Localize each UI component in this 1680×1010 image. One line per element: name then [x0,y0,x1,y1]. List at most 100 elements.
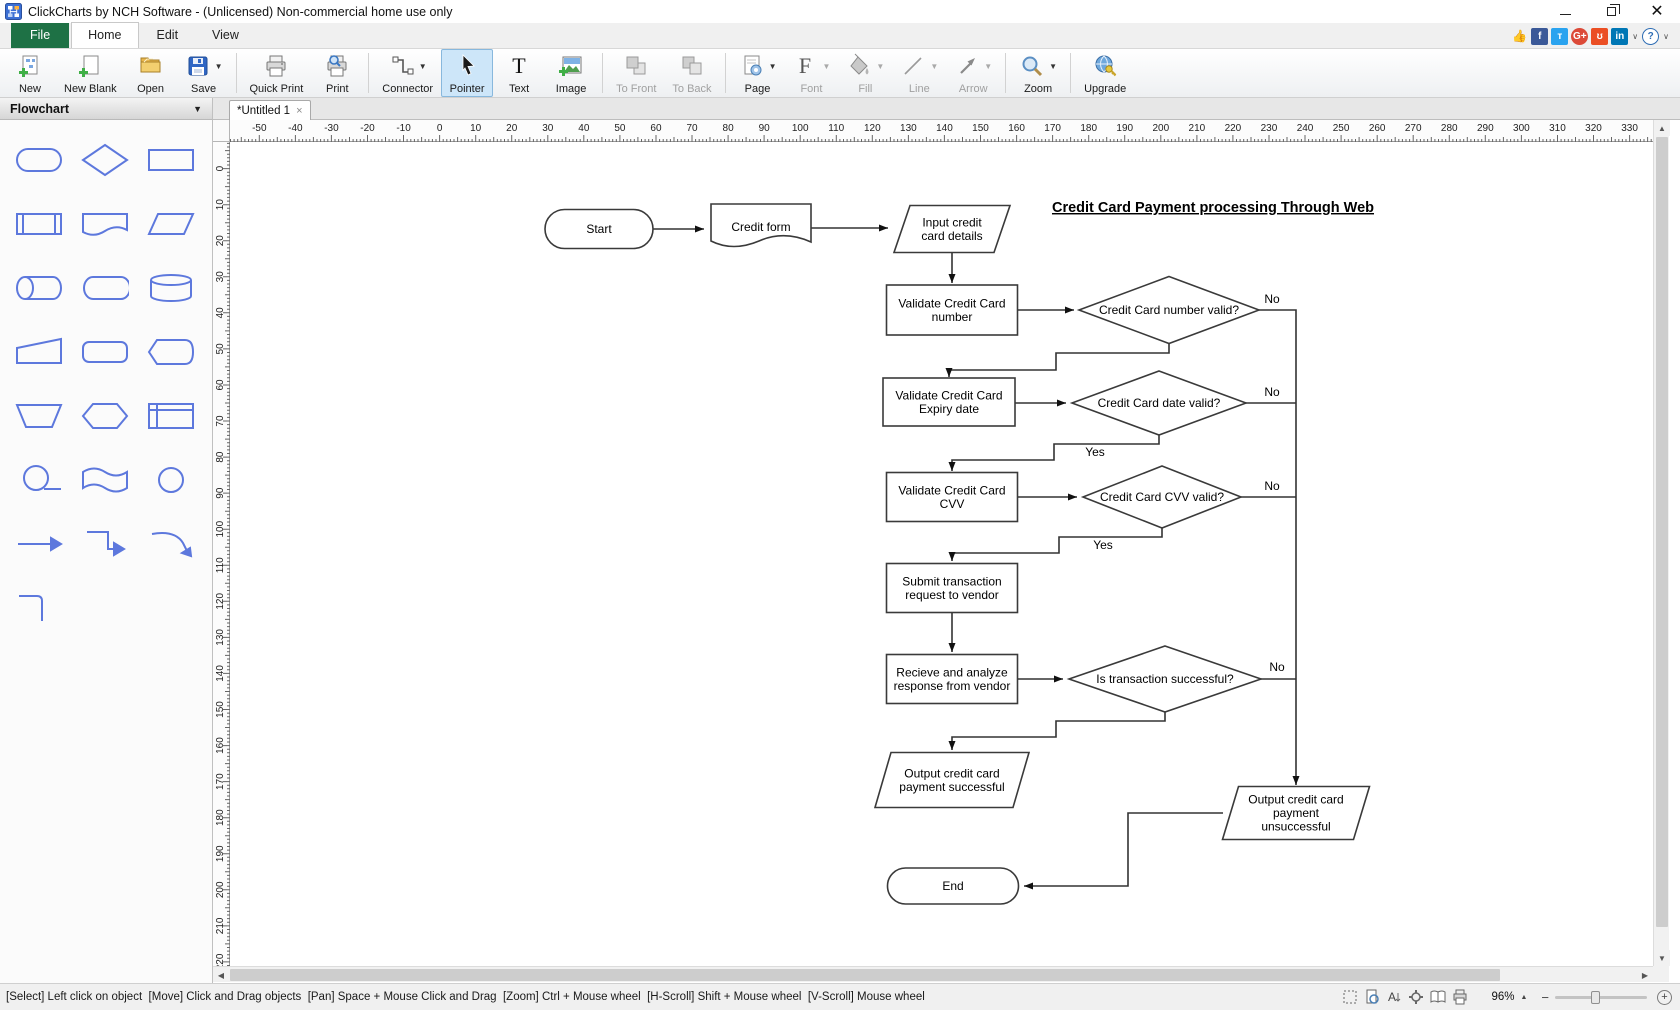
text-size-icon[interactable]: A [1385,988,1403,1006]
quick-print-button[interactable]: Quick Print [242,49,312,97]
minimize-button[interactable] [1542,0,1588,23]
shape-arrow-elbow[interactable] [72,512,138,576]
node-date-valid[interactable]: Credit Card date valid? [1069,370,1249,436]
close-button[interactable]: ✕ [1634,0,1680,23]
help-caret-icon[interactable]: ∨ [1663,31,1669,41]
connector-line[interactable] [948,435,1160,471]
shape-alternate-process[interactable] [72,320,138,384]
open-button[interactable]: Open [125,49,177,97]
marquee-icon[interactable] [1341,988,1359,1006]
node-cvv-valid[interactable]: Credit Card CVV valid? [1080,465,1244,529]
stumbleupon-icon[interactable]: ʊ [1591,27,1609,45]
shape-arrow-straight[interactable] [6,512,72,576]
connector-line[interactable] [1259,309,1300,785]
help-icon[interactable]: ? [1642,27,1660,45]
shape-document[interactable] [72,192,138,256]
node-number-valid[interactable]: Credit Card number valid? [1076,275,1262,345]
google-plus-icon[interactable]: G+ [1571,27,1589,45]
shape-decision[interactable] [72,128,138,192]
diagram-title[interactable]: Credit Card Payment processing Through W… [1052,200,1374,216]
save-button[interactable]: ▼Save [177,49,231,97]
thumbs-up-icon[interactable]: 👍 [1512,29,1528,43]
restore-button[interactable] [1588,0,1634,23]
shape-connector[interactable] [138,448,204,512]
menu-edit[interactable]: Edit [156,28,179,42]
shape-process[interactable] [138,128,204,192]
share-more-caret-icon[interactable]: ∨ [1632,31,1639,41]
horizontal-scrollbar[interactable]: ◀ ▶ [213,966,1653,982]
scroll-right-icon[interactable]: ▶ [1641,970,1649,980]
panel-caret-icon[interactable]: ▼ [193,103,202,114]
connector-line[interactable] [948,712,1166,750]
shape-display[interactable] [138,320,204,384]
shape-preparation[interactable] [72,384,138,448]
shape-stored-data[interactable] [72,256,138,320]
node-start[interactable]: Start [544,208,654,250]
shape-manual-operation[interactable] [6,384,72,448]
zoom-slider[interactable] [1555,989,1647,1005]
shape-terminator[interactable] [6,128,72,192]
connector-dropdown-icon[interactable]: ▼ [418,61,427,71]
menu-home[interactable]: Home [71,22,139,48]
book-icon[interactable] [1429,988,1447,1006]
upgrade-button[interactable]: Upgrade [1076,49,1134,97]
save-dropdown-icon[interactable]: ▼ [214,61,223,71]
vertical-scrollbar[interactable]: ▲ ▼ [1653,120,1670,966]
zoom-slider-thumb[interactable] [1591,991,1600,1004]
new-button[interactable]: New [4,49,56,97]
printer-icon[interactable] [1451,988,1469,1006]
pointer-button[interactable]: Pointer [441,49,494,97]
gear-icon[interactable] [1407,988,1425,1006]
connector-line[interactable] [948,528,1163,561]
image-button[interactable]: Image [545,49,597,97]
shape-panel-header[interactable]: Flowchart ▼ [0,98,213,120]
zoom-level-caret-icon[interactable]: ▲ [1520,993,1528,1001]
connector-line[interactable] [945,344,1170,377]
connector-button[interactable]: ▼Connector [374,49,441,97]
zoom-in-icon[interactable]: + [1657,989,1672,1005]
shape-internal-storage[interactable] [138,384,204,448]
new-blank-button[interactable]: New Blank [56,49,125,97]
shape-database[interactable] [138,256,204,320]
page-dropdown-icon[interactable]: ▼ [768,61,777,71]
node-transaction-successful[interactable]: Is transaction successful? [1066,645,1264,713]
menu-file[interactable]: File [11,23,70,48]
shape-manual-input[interactable] [6,320,72,384]
scroll-left-icon[interactable]: ◀ [217,970,225,980]
connector-line[interactable] [1024,812,1223,890]
document-tab[interactable]: *Untitled 1 × [229,100,311,120]
shape-arrow-curved[interactable] [138,512,204,576]
node-end[interactable]: End [886,867,1020,905]
shape-elbow-line[interactable] [6,576,72,640]
shape-magnetic-tape[interactable] [6,448,72,512]
scroll-down-icon[interactable]: ▼ [1654,950,1670,966]
shape-predefined-process[interactable] [6,192,72,256]
node-credit-form[interactable]: Credit form [710,203,812,248]
twitter-icon[interactable]: ᴛ [1551,27,1569,45]
tab-close-icon[interactable]: × [296,104,303,117]
facebook-icon[interactable]: f [1531,27,1549,45]
zoom-dropdown-icon[interactable]: ▼ [1049,61,1058,71]
page-zoom-icon[interactable] [1363,988,1381,1006]
linkedin-icon[interactable]: in [1611,27,1629,45]
print-button[interactable]: Print [311,49,363,97]
shape-data[interactable] [138,192,204,256]
horizontal-scroll-thumb[interactable] [230,969,1500,981]
zoom-out-icon[interactable]: − [1541,989,1549,1005]
shape-punched-tape[interactable] [72,448,138,512]
menu-view[interactable]: View [212,28,239,42]
scroll-up-icon[interactable]: ▲ [1654,120,1670,136]
shape-direct-access-storage[interactable] [6,256,72,320]
vertical-scroll-thumb[interactable] [1656,137,1668,927]
page-button[interactable]: ▼Page [731,49,785,97]
